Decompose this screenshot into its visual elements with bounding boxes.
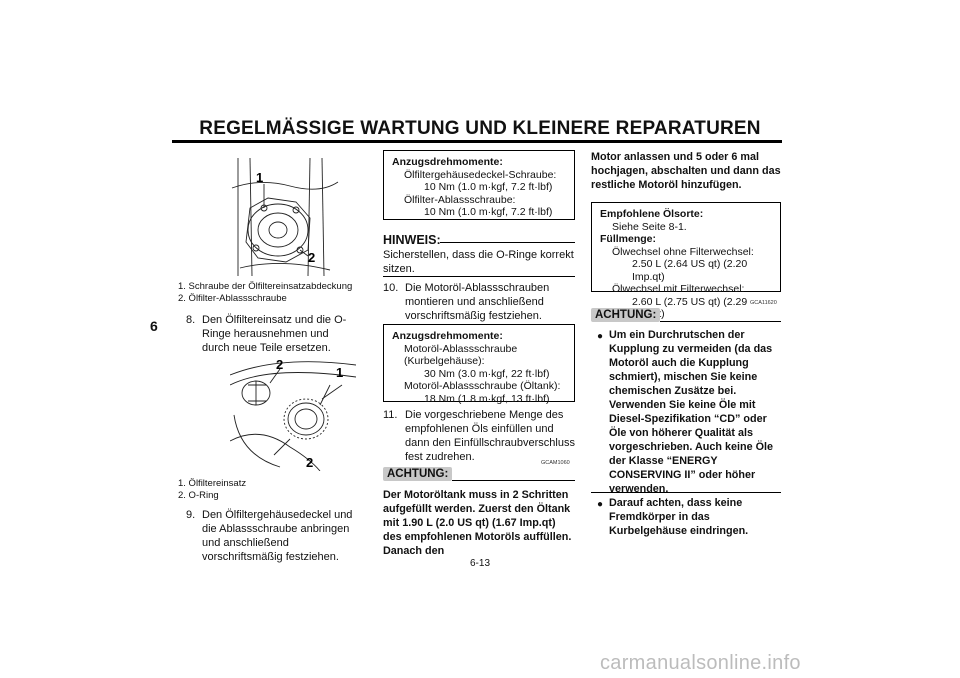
step-text: Den Ölfiltereinsatz und die O-Ringe hera… bbox=[202, 314, 347, 354]
torque-item: Ölfiltergehäusedeckel-Schraube: bbox=[404, 168, 557, 181]
torque-value: 10 Nm (1.0 m·kgf, 7.2 ft·lbf) bbox=[424, 181, 553, 193]
oil-filter-cover-figure: 1 2 bbox=[230, 158, 340, 276]
figure2-caption-2: 2. O-Ring bbox=[178, 490, 219, 501]
step-10: 10. Die Motoröl-Ablassschrauben montiere… bbox=[383, 281, 575, 325]
torque-value: 10 Nm (1.0 m·kgf, 7.2 ft·lbf) bbox=[424, 206, 553, 218]
figure2-label-2a: 2 bbox=[276, 357, 283, 372]
torque-value: 30 Nm (3.0 m·kgf, 22 ft·lbf) bbox=[424, 367, 550, 380]
step-number: 9. bbox=[186, 509, 196, 521]
caution-label: ACHTUNG: bbox=[383, 467, 453, 481]
step-11: 11. Die vorgeschriebene Menge des empfoh… bbox=[383, 408, 575, 466]
bullet-icon: ● bbox=[597, 499, 604, 510]
torque-box-filter: Anzugsdrehmomente: Ölfiltergehäusedeckel… bbox=[383, 150, 575, 220]
caution-code: GCAM1060 bbox=[541, 460, 570, 466]
step-text: Die Motoröl-Ablassschrauben montieren un… bbox=[405, 282, 550, 322]
chapter-number: 6 bbox=[150, 318, 158, 334]
caution-rule bbox=[452, 480, 575, 481]
figure1-label-2: 2 bbox=[308, 250, 315, 265]
torque-item: Ölfilter-Ablassschraube: bbox=[404, 193, 516, 206]
oil-spec-box: Empfohlene Ölsorte: Siehe Seite 8-1. Fül… bbox=[591, 202, 781, 320]
caution-bullets: ● Um ein Durchrutschen der Kupplung zu v… bbox=[597, 328, 783, 538]
step-text: Die vorgeschriebene Menge des empfohlene… bbox=[405, 409, 575, 463]
caution-code: GCA11620 bbox=[750, 300, 777, 306]
torque-item: Motoröl-Ablassschraube (Öltank): bbox=[404, 380, 561, 392]
capacity-heading: Füllmenge: bbox=[600, 233, 657, 245]
figure1-caption-2: 2. Ölfilter-Ablassschraube bbox=[178, 293, 287, 304]
figure2-captions: 1. Ölfiltereinsatz 2. O-Ring bbox=[178, 478, 378, 502]
page-number: 6-13 bbox=[469, 558, 490, 569]
step-8: 8. Den Ölfiltereinsatz und die O-Ringe h… bbox=[186, 313, 356, 357]
bullet-icon: ● bbox=[597, 331, 604, 342]
engine-start-instruction: Motor anlassen und 5 oder 6 mal hochjage… bbox=[591, 151, 781, 191]
figure2-label-2b: 2 bbox=[306, 455, 313, 470]
note-rule bbox=[440, 242, 575, 243]
note-heading: HINWEIS: bbox=[383, 233, 441, 247]
oil-filter-element-figure: 2 1 2 bbox=[230, 355, 356, 471]
figure2-caption-1: 1. Ölfiltereinsatz bbox=[178, 478, 247, 489]
figure1-caption-1: 1. Schraube der Ölfiltereinsatzabdeckung bbox=[178, 281, 353, 292]
torque-item: Motoröl-Ablassschraube (Kurbelgehäuse): bbox=[404, 342, 518, 368]
figure1-label-1: 1 bbox=[256, 170, 263, 185]
note-text: Sicherstellen, dass die O-Ringe korrekt … bbox=[383, 249, 574, 275]
step-number: 10. bbox=[383, 282, 399, 294]
torque-heading: Anzugsdrehmomente: bbox=[392, 330, 503, 342]
caution-rule bbox=[660, 321, 781, 322]
caution-bullet: ● Um ein Durchrutschen der Kupplung zu v… bbox=[597, 329, 774, 495]
torque-box-drain: Anzugsdrehmomente: Motoröl-Ablassschraub… bbox=[383, 324, 575, 405]
step-text: Den Ölfiltergehäusedeckel und die Ablass… bbox=[202, 509, 353, 563]
step-number: 11. bbox=[383, 409, 398, 421]
note-end-rule bbox=[383, 276, 575, 277]
figure1-captions: 1. Schraube der Ölfiltereinsatzabdeckung… bbox=[178, 281, 378, 305]
step-9: 9. Den Ölfiltergehäusedeckel und die Abl… bbox=[186, 508, 362, 563]
title-rule bbox=[172, 140, 782, 143]
oil-type-heading: Empfohlene Ölsorte: bbox=[600, 208, 704, 220]
page-title: REGELMÄSSIGE WARTUNG UND KLEINERE REPARA… bbox=[199, 118, 761, 139]
torque-value: 18 Nm (1.8 m·kgf, 13 ft·lbf) bbox=[424, 392, 550, 405]
capacity-item: Ölwechsel mit Filterwechsel: bbox=[612, 283, 745, 295]
caution-bullet: ● Darauf achten, dass keine Fremdkörper … bbox=[597, 497, 749, 537]
capacity-value: 2.50 L (2.64 US qt) (2.20 Imp.qt) bbox=[632, 258, 748, 283]
caution-text: Der Motoröltank muss in 2 Schritten aufg… bbox=[383, 489, 572, 557]
figure2-label-1: 1 bbox=[336, 365, 343, 380]
oil-type-value: Siehe Seite 8-1. bbox=[612, 220, 687, 233]
caution-end-rule bbox=[591, 492, 781, 493]
step-number: 8. bbox=[186, 314, 196, 326]
capacity-item: Ölwechsel ohne Filterwechsel: bbox=[612, 245, 754, 258]
watermark: carmanualsonline.info bbox=[600, 652, 801, 674]
torque-heading: Anzugsdrehmomente: bbox=[392, 156, 503, 168]
caution-label: ACHTUNG: bbox=[591, 308, 661, 322]
